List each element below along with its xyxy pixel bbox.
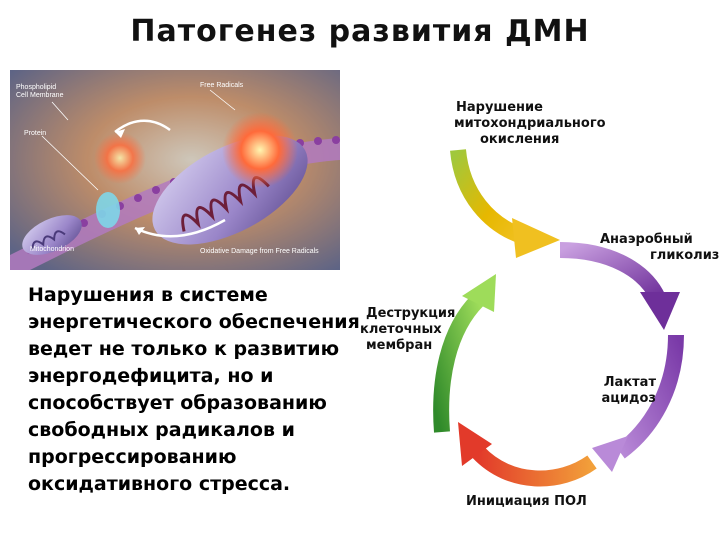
cycle-step-1-line: митохондриального	[454, 116, 606, 131]
body-line: свободных радикалов и	[28, 419, 295, 441]
body-line: ведет не только к развитию	[28, 338, 340, 360]
phospholipid-label: Phospholipid	[16, 84, 57, 91]
arrow-step4-to-step5	[458, 422, 597, 487]
cycle-step-5-line: Деструкция	[366, 306, 456, 321]
arrow-step1-to-step2	[450, 149, 560, 258]
cycle-step-5-line: мембран	[366, 338, 433, 353]
protein-label: Protein	[24, 130, 47, 137]
body-line: энергодефицита, но и	[28, 365, 274, 387]
arrow-step3-to-step4	[592, 334, 684, 472]
body-text: Нарушения в системе энергетического обес…	[28, 282, 360, 498]
oxidative-damage-label: Oxidative Damage from Free Radicals	[200, 248, 319, 255]
cycle-step-1: Нарушение митохондриального окисления	[448, 100, 606, 148]
mitochondrion-illustration: Phospholipid Cell Membrane Protein Free …	[10, 70, 340, 270]
body-line: способствует образованию	[28, 392, 327, 414]
cycle-step-5: Деструкция клеточных мембран	[360, 306, 455, 354]
cycle-step-3-line: Лактат	[603, 375, 656, 390]
cycle-step-3: Лактат ацидоз	[594, 375, 656, 407]
arrow-step2-to-step3	[559, 242, 680, 330]
cycle-step-3-line: ацидоз	[601, 391, 656, 406]
mitochondrion-label: Mitochondrion	[30, 246, 74, 253]
cycle-step-5-line: клеточных	[360, 322, 442, 337]
cycle-step-2-line: Анаэробный	[600, 232, 693, 247]
body-line: прогрессированию	[28, 446, 237, 468]
mitochondrion-illustration-art	[10, 70, 340, 270]
body-line: энергетического обеспечения	[28, 311, 360, 333]
cycle-step-2-line: гликолиз	[650, 248, 720, 263]
cycle-step-4-line: Инициация ПОЛ	[466, 494, 587, 509]
cell-membrane-label: Cell Membrane	[16, 92, 64, 99]
cycle-step-2: Анаэробный гликолиз	[600, 232, 719, 264]
slide-title: Патогенез развития ДМН	[130, 14, 590, 49]
cycle-step-1-line: окисления	[480, 132, 560, 147]
cycle-step-1-line: Нарушение	[456, 100, 543, 115]
body-line: Нарушения в системе	[28, 284, 268, 306]
free-radicals-label: Free Radicals	[200, 82, 244, 89]
body-line: оксидативного стресса.	[28, 473, 291, 495]
cycle-step-4: Инициация ПОЛ	[466, 494, 587, 510]
arrow-step5-to-step1	[433, 274, 496, 433]
